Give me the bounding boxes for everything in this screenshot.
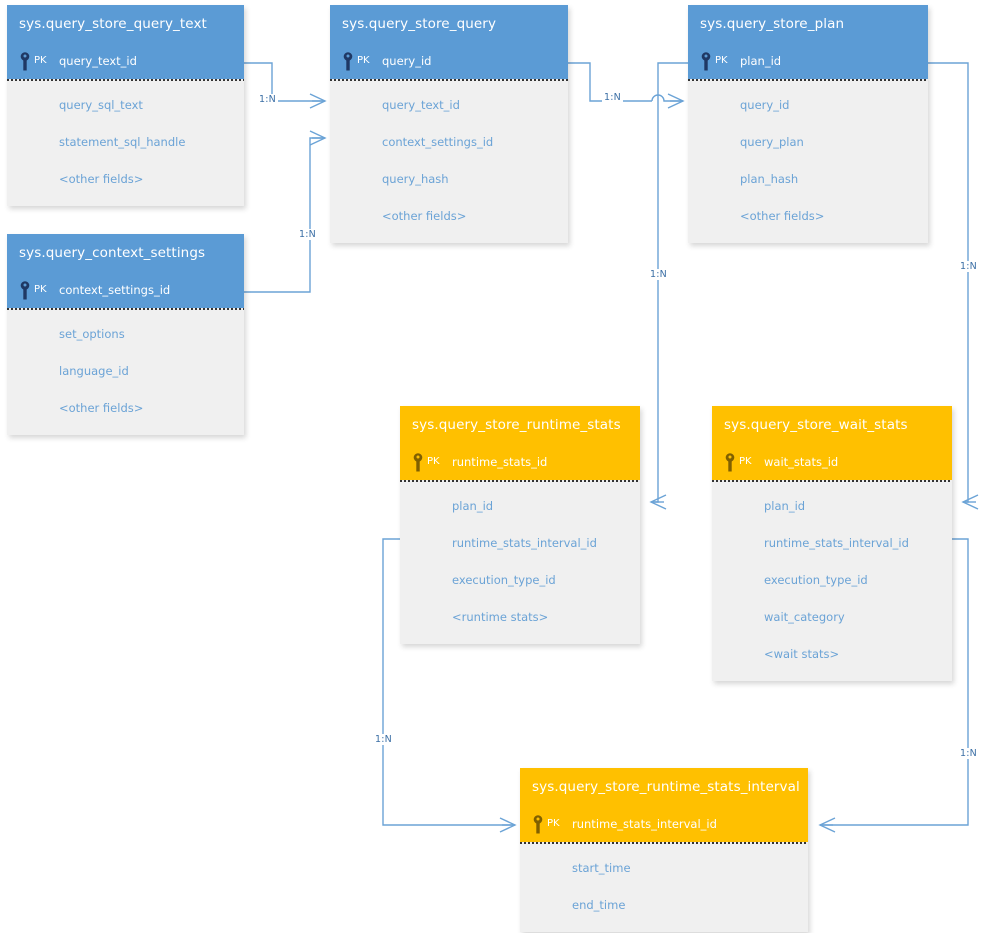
entity-pk-row-query-store-query-text[interactable]: PK query_text_id [7, 43, 244, 79]
connector-query-text-to-query [244, 62, 322, 102]
field-row: runtime_stats_interval_id [764, 536, 909, 550]
field-row: language_id [59, 364, 129, 378]
entity-title-query-store-wait-stats: sys.query_store_wait_stats [712, 406, 952, 444]
pk-separator [712, 480, 952, 482]
entity-pk-row-query-context-settings[interactable]: PK context_settings_id [7, 272, 244, 308]
primary-key-icon [343, 52, 353, 71]
pk-label: PK [739, 456, 752, 467]
field-row: query_hash [382, 172, 449, 186]
field-row: runtime_stats_interval_id [452, 536, 597, 550]
relationship-label-context-settings-query: 1:N [297, 229, 318, 240]
pk-separator [688, 79, 928, 81]
field-row: query_id [740, 98, 790, 112]
pk-field-name: query_id [382, 54, 432, 68]
entity-fields-query-store-runtime-stats-interval: start_time end_time [520, 844, 808, 932]
pk-separator [400, 480, 640, 482]
field-row: <other fields> [59, 401, 144, 415]
field-row: query_plan [740, 135, 804, 149]
connector-plan-to-runtime-stats [652, 62, 688, 503]
pk-separator [520, 842, 808, 844]
field-row: wait_category [764, 610, 845, 624]
entity-pk-row-query-store-wait-stats[interactable]: PK wait_stats_id [712, 444, 952, 480]
pk-label: PK [357, 55, 370, 66]
connector-context-settings-to-query [244, 137, 322, 293]
field-row: end_time [572, 898, 626, 912]
entity-pk-row-query-store-plan[interactable]: PK plan_id [688, 43, 928, 79]
pk-separator [7, 79, 244, 81]
primary-key-icon [20, 52, 30, 71]
field-row: query_text_id [382, 98, 460, 112]
entity-fields-query-store-plan: query_id query_plan plan_hash <other fie… [688, 81, 928, 243]
primary-key-icon [413, 453, 423, 472]
entity-fields-query-store-runtime-stats: plan_id runtime_stats_interval_id execut… [400, 482, 640, 644]
relationship-label-interval-runtime-stats: 1:N [373, 734, 394, 745]
relationship-label-query-text-query: 1:N [257, 94, 278, 105]
entity-table-query-store-plan[interactable]: sys.query_store_plan PK plan_id query_id… [688, 5, 928, 243]
entity-title-query-store-query: sys.query_store_query [330, 5, 568, 43]
field-row: <runtime stats> [452, 610, 549, 624]
field-row: statement_sql_handle [59, 135, 186, 149]
relationship-label-query-plan: 1:N [602, 92, 623, 103]
field-row: set_options [59, 327, 125, 341]
pk-label: PK [427, 456, 440, 467]
pk-label: PK [547, 818, 560, 829]
field-row: context_settings_id [382, 135, 494, 149]
field-row: plan_hash [740, 172, 799, 186]
entity-title-query-context-settings: sys.query_context_settings [7, 234, 244, 272]
pk-field-name: runtime_stats_interval_id [572, 817, 717, 831]
relationship-label-plan-wait-stats: 1:N [958, 261, 979, 272]
entity-fields-query-context-settings: set_options language_id <other fields> [7, 310, 244, 435]
primary-key-icon [533, 815, 543, 834]
pk-field-name: plan_id [740, 54, 782, 68]
entity-fields-query-store-wait-stats: plan_id runtime_stats_interval_id execut… [712, 482, 952, 681]
primary-key-icon [725, 453, 735, 472]
pk-field-name: query_text_id [59, 54, 137, 68]
relationship-label-interval-wait-stats: 1:N [958, 748, 979, 759]
field-row: <other fields> [59, 172, 144, 186]
field-row: plan_id [764, 499, 806, 513]
field-row: <wait stats> [764, 647, 840, 661]
entity-pk-row-query-store-query[interactable]: PK query_id [330, 43, 568, 79]
field-row: execution_type_id [452, 573, 556, 587]
primary-key-icon [701, 52, 711, 71]
pk-label: PK [34, 284, 47, 295]
entity-table-query-store-query-text[interactable]: sys.query_store_query_text PK query_text… [7, 5, 244, 206]
entity-pk-row-query-store-runtime-stats[interactable]: PK runtime_stats_id [400, 444, 640, 480]
entity-table-query-context-settings[interactable]: sys.query_context_settings PK context_se… [7, 234, 244, 435]
field-row: plan_id [452, 499, 494, 513]
entity-title-query-store-plan: sys.query_store_plan [688, 5, 928, 43]
pk-label: PK [34, 55, 47, 66]
relationship-label-plan-runtime-stats: 1:N [648, 269, 669, 280]
field-row: <other fields> [382, 209, 467, 223]
pk-separator [330, 79, 568, 81]
entity-fields-query-store-query: query_text_id context_settings_id query_… [330, 81, 568, 243]
pk-field-name: wait_stats_id [764, 455, 839, 469]
pk-separator [7, 308, 244, 310]
primary-key-icon [20, 281, 30, 300]
pk-field-name: runtime_stats_id [452, 455, 548, 469]
pk-label: PK [715, 55, 728, 66]
entity-title-query-store-query-text: sys.query_store_query_text [7, 5, 244, 43]
field-row: <other fields> [740, 209, 825, 223]
field-row: query_sql_text [59, 98, 143, 112]
entity-table-query-store-wait-stats[interactable]: sys.query_store_wait_stats PK wait_stats… [712, 406, 952, 681]
entity-title-query-store-runtime-stats-interval: sys.query_store_runtime_stats_interval [520, 768, 808, 806]
entity-table-query-store-query[interactable]: sys.query_store_query PK query_id query_… [330, 5, 568, 243]
entity-fields-query-store-query-text: query_sql_text statement_sql_handle <oth… [7, 81, 244, 206]
pk-field-name: context_settings_id [59, 283, 171, 297]
field-row: execution_type_id [764, 573, 868, 587]
field-row: start_time [572, 861, 631, 875]
entity-table-query-store-runtime-stats-interval[interactable]: sys.query_store_runtime_stats_interval P… [520, 768, 808, 932]
entity-pk-row-query-store-runtime-stats-interval[interactable]: PK runtime_stats_interval_id [520, 806, 808, 842]
entity-title-query-store-runtime-stats: sys.query_store_runtime_stats [400, 406, 640, 444]
entity-table-query-store-runtime-stats[interactable]: sys.query_store_runtime_stats PK runtime… [400, 406, 640, 644]
